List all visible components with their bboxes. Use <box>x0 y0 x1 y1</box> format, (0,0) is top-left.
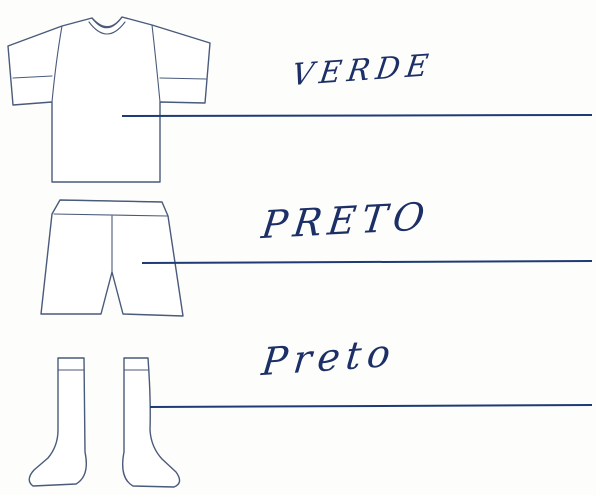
socks-icon <box>28 357 181 488</box>
shorts-color-label: PRETO <box>259 194 433 248</box>
shirt-icon <box>7 16 211 183</box>
leader-line-socks <box>149 404 593 408</box>
shorts-icon <box>40 199 184 317</box>
leader-line-shorts <box>141 260 593 264</box>
leader-line-shirt <box>121 114 593 117</box>
